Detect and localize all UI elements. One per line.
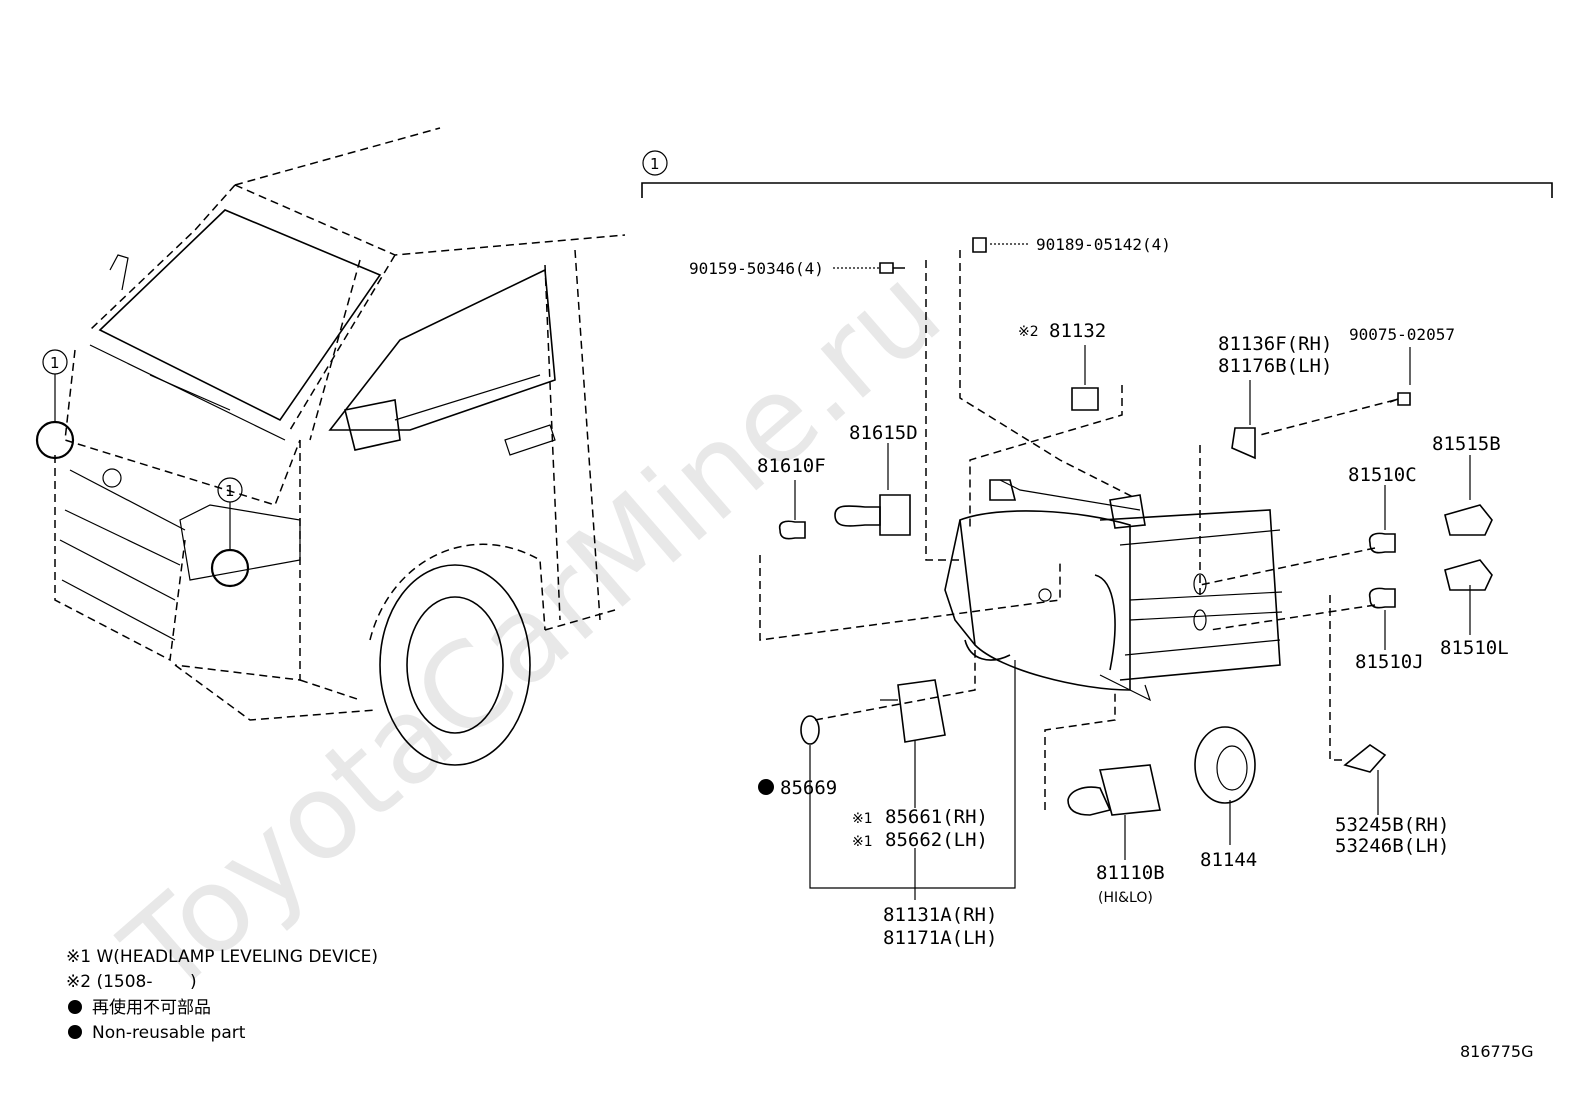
- van-callout-right: 1: [210, 477, 250, 588]
- label-85662: 85662(LH): [885, 829, 988, 851]
- label-81171A: 81171A(LH): [883, 927, 997, 949]
- label-81110B: 81110B: [1096, 862, 1165, 884]
- legend-dot-1: [68, 1000, 82, 1014]
- non-reusable-dot: [758, 779, 774, 795]
- note1-mark-a: ※1: [852, 811, 873, 827]
- headlamp-housing: [944, 479, 1283, 702]
- note2-mark: ※2: [1018, 324, 1039, 340]
- legend-non-reusable-jp: 再使用不可部品: [92, 997, 211, 1018]
- solid-leaders: [794, 243, 1471, 900]
- label-85661: 85661(RH): [885, 806, 988, 828]
- label-81515B: 81515B: [1432, 433, 1501, 455]
- svg-text:1: 1: [50, 354, 60, 372]
- label-81136F: 81136F(RH): [1218, 333, 1332, 355]
- label-90159-50346: 90159-50346(4): [689, 259, 824, 278]
- diagram-code: 816775G: [1460, 1042, 1533, 1061]
- label-81132: 81132: [1049, 320, 1106, 342]
- label-81510L: 81510L: [1440, 637, 1509, 659]
- van-illustration: [54, 127, 626, 766]
- legend: ※1 W(HEADLAMP LEVELING DEVICE) ※2 (1508-…: [66, 947, 378, 1043]
- label-81615D: 81615D: [849, 422, 918, 444]
- note1-mark-b: ※1: [852, 834, 873, 850]
- legend-dot-2: [68, 1025, 82, 1039]
- label-53246B: 53246B(LH): [1335, 835, 1449, 857]
- label-81510J: 81510J: [1355, 651, 1424, 673]
- label-81510C: 81510C: [1348, 464, 1417, 486]
- label-53245B: 53245B(RH): [1335, 814, 1449, 836]
- label-85669: 85669: [780, 777, 837, 799]
- label-90189-05142: 90189-05142(4): [1036, 235, 1171, 254]
- label-81110B-sub: (HI&LO): [1098, 890, 1153, 906]
- leader-lines: [759, 250, 1396, 810]
- label-81610F: 81610F: [757, 455, 826, 477]
- assembly-bracket: 1: [641, 150, 1553, 198]
- legend-note2-start: ※2 (1508-: [66, 972, 153, 992]
- svg-text:1: 1: [650, 155, 660, 173]
- legend-note2-end: ): [190, 972, 197, 992]
- svg-text:1: 1: [225, 482, 235, 500]
- legend-non-reusable-en: Non-reusable part: [92, 1023, 246, 1043]
- van-callout-left: 1: [35, 349, 75, 460]
- part-sketches: [778, 237, 1493, 816]
- label-81176B: 81176B(LH): [1218, 355, 1332, 377]
- label-90075-02057: 90075-02057: [1349, 325, 1455, 344]
- label-81131A: 81131A(RH): [883, 904, 997, 926]
- watermark: ToyotaCarMine.ru: [97, 241, 966, 1022]
- legend-note1: ※1 W(HEADLAMP LEVELING DEVICE): [66, 947, 378, 967]
- label-81144: 81144: [1200, 849, 1257, 871]
